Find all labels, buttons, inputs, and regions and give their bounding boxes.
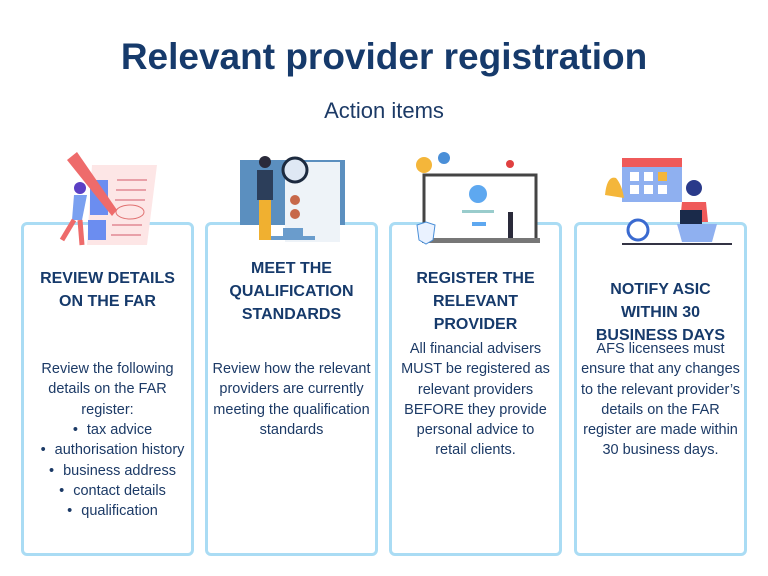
card-title: NOTIFY ASIC WITHIN 30 BUSINESS DAYS [595,281,726,344]
list-item: authorisation history [34,440,191,460]
card-body: All financial advisers MUST be registere… [401,341,550,459]
card-notify-asic: NOTIFY ASIC WITHIN 30 BUSINESS DAYS AFS … [574,222,747,556]
registration-screen-icon [416,152,540,245]
card-body: Review the following details on the FAR … [41,361,174,418]
pencil-document-icon [59,152,157,246]
card-title: REVIEW DETAILS ON THE FAR [40,270,175,310]
card-title: MEET THE QUALIFICATION STANDARDS [229,260,354,323]
magnifier-profiles-icon [240,156,345,242]
card-qualification: MEET THE QUALIFICATION STANDARDS Review … [205,222,378,556]
card-title: REGISTER THE RELEVANT PROVIDER [416,270,535,333]
detail-list: tax advice authorisation history busines… [24,420,191,521]
page-subtitle: Action items [324,98,444,123]
calendar-alarm-icon [605,158,732,245]
page-title: Relevant provider registration [120,36,648,77]
card-register: REGISTER THE RELEVANT PROVIDER All finan… [389,222,562,556]
list-item: tax advice [34,420,191,440]
list-item: qualification [34,501,191,521]
list-item: business address [34,461,191,481]
card-body: AFS licensees must ensure that any chang… [580,341,741,459]
card-review-details: REVIEW DETAILS ON THE FAR Review the fol… [21,222,194,556]
card-body: Review how the relevant providers are cu… [212,361,371,438]
list-item: contact details [34,481,191,501]
